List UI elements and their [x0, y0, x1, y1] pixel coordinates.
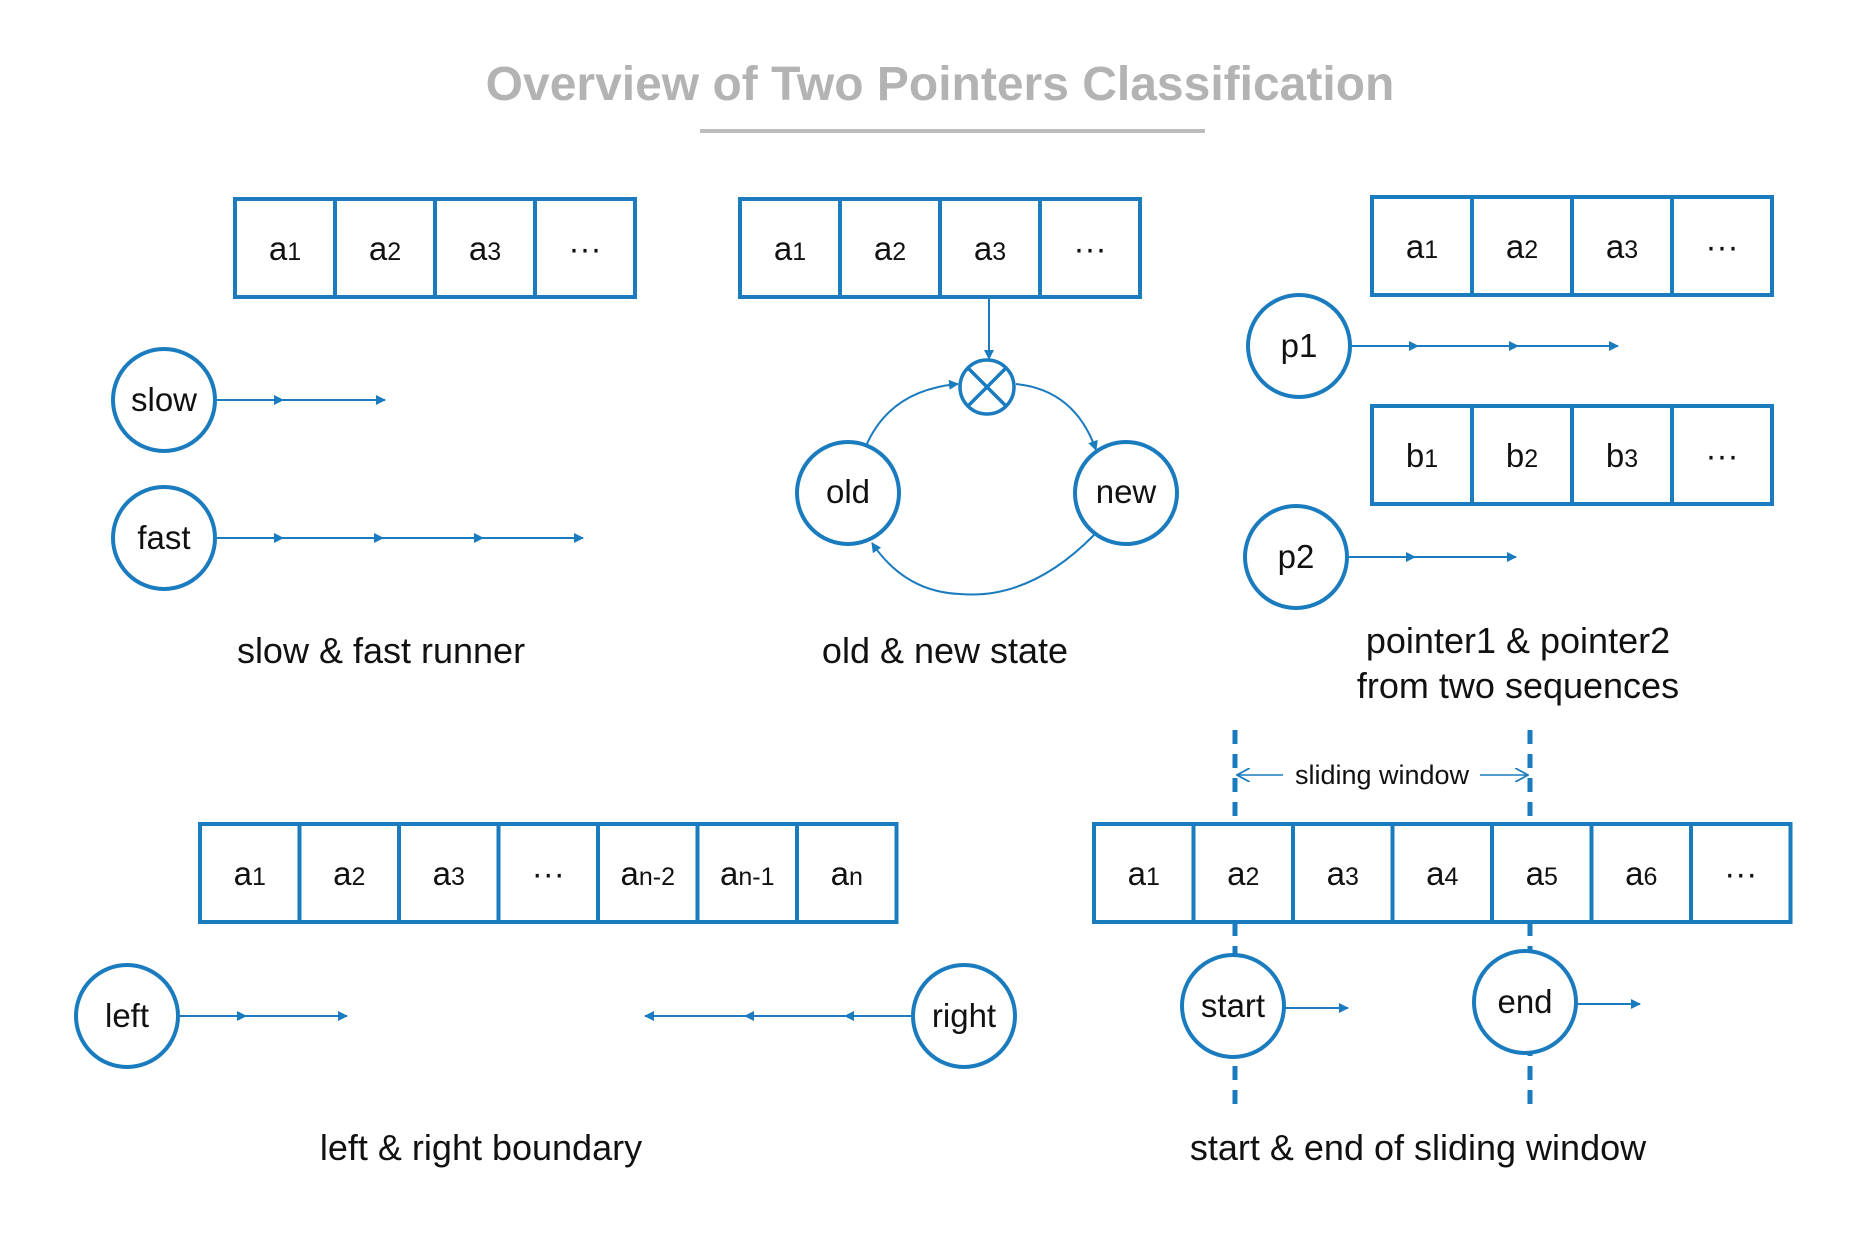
array-cell: [1291, 822, 1395, 924]
array-cell: [938, 197, 1042, 299]
slow-node: slow: [111, 347, 217, 453]
slow-label: slow: [131, 381, 197, 418]
new-label: new: [1096, 473, 1157, 510]
array-cell-label: a3: [974, 230, 1006, 267]
array-cell-label: a2: [369, 230, 401, 267]
caption-old-new: old & new state: [822, 630, 1068, 671]
array-cell-label: ···: [532, 855, 565, 892]
end-node: end: [1472, 949, 1578, 1055]
array-cell: [533, 197, 637, 299]
array-a: a1 a2 a3 ··· an-2 an-1 an: [198, 822, 899, 924]
p1-node: p1: [1246, 293, 1352, 399]
array-cell: [1470, 404, 1574, 506]
array-cell-label: a1: [774, 230, 806, 267]
array-cell: [695, 822, 799, 924]
array-cell: [397, 822, 501, 924]
caption-left-right: left & right boundary: [320, 1127, 642, 1168]
old-to-op-arrow: [865, 379, 959, 447]
p2-node: p2: [1243, 504, 1349, 610]
sliding-window-label: sliding window: [1295, 760, 1470, 790]
array-cell-label: a2: [333, 855, 365, 892]
array-cell-label: a1: [1406, 228, 1438, 265]
array-cell-label: a4: [1426, 855, 1458, 892]
array-cell: [1570, 195, 1674, 297]
caption-sliding-window: start & end of sliding window: [1190, 1127, 1647, 1168]
array-cell: [1570, 404, 1674, 506]
array-cell-label: a3: [433, 855, 465, 892]
caption-slow-fast: slow & fast runner: [237, 630, 525, 671]
array-cell-label: a3: [1606, 228, 1638, 265]
array-cell-label: ···: [1706, 228, 1739, 265]
array-cell-label: a1: [1128, 855, 1160, 892]
array-a: a1 a2 a3 ···: [738, 197, 1142, 299]
array-cell-label: ···: [569, 230, 602, 267]
array-cell: [1670, 404, 1774, 506]
array-cell-label: ···: [1074, 230, 1107, 267]
array-cell-label: an: [831, 855, 863, 892]
array-cell-label: ···: [1706, 437, 1739, 474]
fast-label: fast: [137, 519, 190, 556]
array-cell-label: an-1: [720, 855, 775, 892]
right-label: right: [932, 997, 996, 1034]
array-cell: [333, 197, 437, 299]
array-cell: [1670, 195, 1774, 297]
p1-label: p1: [1281, 327, 1318, 364]
panel-sliding-window: sliding window a1 a2 a3 a4 a5 a6 ··· start end…: [1092, 730, 1793, 1168]
panel-left-right-boundary: a1 a2 a3 ··· an-2 an-1 an left right left & ri…: [74, 822, 1017, 1168]
array-cell-label: a6: [1625, 855, 1657, 892]
caption-pointer1-pointer2: pointer1 & pointer2: [1366, 620, 1670, 661]
array-cell-label: b1: [1406, 437, 1438, 474]
array-cell-label: a2: [1227, 855, 1259, 892]
array-cell-label: a1: [269, 230, 301, 267]
page-title: Overview of Two Pointers Classification: [486, 58, 1395, 111]
array-a: a1 a2 a3 a4 a5 a6 ···: [1092, 822, 1793, 924]
array-cell-label: a2: [874, 230, 906, 267]
end-label: end: [1497, 983, 1552, 1020]
array-cell-label: an-2: [621, 855, 676, 892]
new-node: new: [1073, 440, 1179, 546]
array-a: a1 a2 a3 ···: [233, 197, 637, 299]
array-cell-label: a3: [469, 230, 501, 267]
array-cell: [1589, 822, 1693, 924]
array-cell-label: a1: [234, 855, 266, 892]
array-cell: [433, 197, 537, 299]
panel-pointer1-pointer2: a1 a2 a3 ··· b1 b2 b3 ··· p1 p2 pointer1 & poi…: [1243, 195, 1774, 706]
caption-from-two-sequences: from two sequences: [1357, 665, 1679, 706]
op-to-new-arrow: [1015, 383, 1098, 451]
array-cell-label: b2: [1506, 437, 1538, 474]
array-cell-label: a5: [1526, 855, 1558, 892]
new-to-old-arrow: [871, 534, 1095, 596]
panel-old-new-state: a1 a2 a3 ··· old new old & new state: [738, 197, 1179, 671]
panel-slow-fast-runner: a1 a2 a3 ··· slow fast slow & fast runner: [111, 197, 637, 671]
array-cell: [1470, 195, 1574, 297]
array-a: a1 a2 a3 ···: [1370, 195, 1774, 297]
left-node: left: [74, 963, 180, 1069]
p2-label: p2: [1278, 538, 1315, 575]
array-cell: [1038, 197, 1142, 299]
old-label: old: [826, 473, 870, 510]
array-cell-label: a3: [1327, 855, 1359, 892]
start-node: start: [1180, 953, 1286, 1059]
fast-node: fast: [111, 485, 217, 591]
array-cell: [496, 822, 600, 924]
old-node: old: [795, 440, 901, 546]
array-b: b1 b2 b3 ···: [1370, 404, 1774, 506]
array-cell: [1490, 822, 1594, 924]
start-label: start: [1201, 987, 1265, 1024]
array-cell: [738, 197, 842, 299]
array-cell-label: b3: [1606, 437, 1638, 474]
array-cell-label: a2: [1506, 228, 1538, 265]
combine-operator-icon: [958, 358, 1016, 416]
right-node: right: [911, 963, 1017, 1069]
array-cell: [795, 822, 899, 924]
array-cell: [1689, 822, 1793, 924]
left-label: left: [105, 997, 149, 1034]
array-cell-label: ···: [1724, 855, 1757, 892]
